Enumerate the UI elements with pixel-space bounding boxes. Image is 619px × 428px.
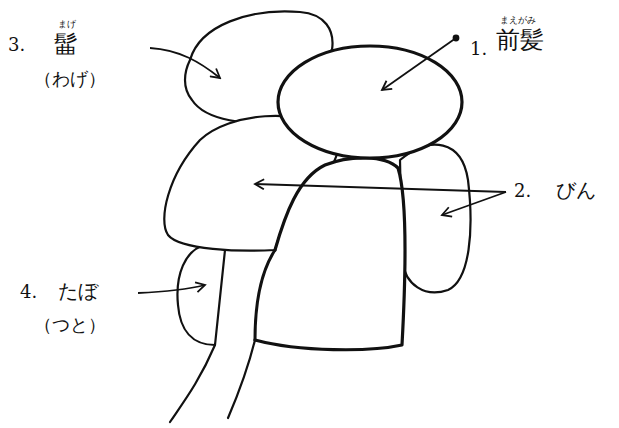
leader-arrow [382,38,456,90]
callout-number: 3. [8,36,25,54]
leader-arrow [255,184,506,192]
maegami-lobe [278,46,462,158]
callout-number: 1. [470,40,487,58]
neck-front [228,340,255,418]
neck-back [170,345,215,422]
leader-arrow [442,192,506,215]
bin-right-lobe [400,145,471,293]
leader-arrow [138,285,205,293]
neck-line [255,250,275,340]
furigana: まげ [58,20,76,29]
furigana: まえがみ [500,16,536,25]
callout-number: 2. [514,182,531,200]
leader-arrow [150,48,220,78]
part-alias: （つと） [34,316,106,334]
tabo-lobe [177,245,225,345]
part-name: たぼ [58,281,98,301]
part-name: 前髪 [496,28,544,52]
callout-number: 4. [20,283,37,301]
part-name: 髷 [54,32,78,56]
part-name: びん [556,180,596,200]
part-alias: （わげ） [34,70,106,88]
